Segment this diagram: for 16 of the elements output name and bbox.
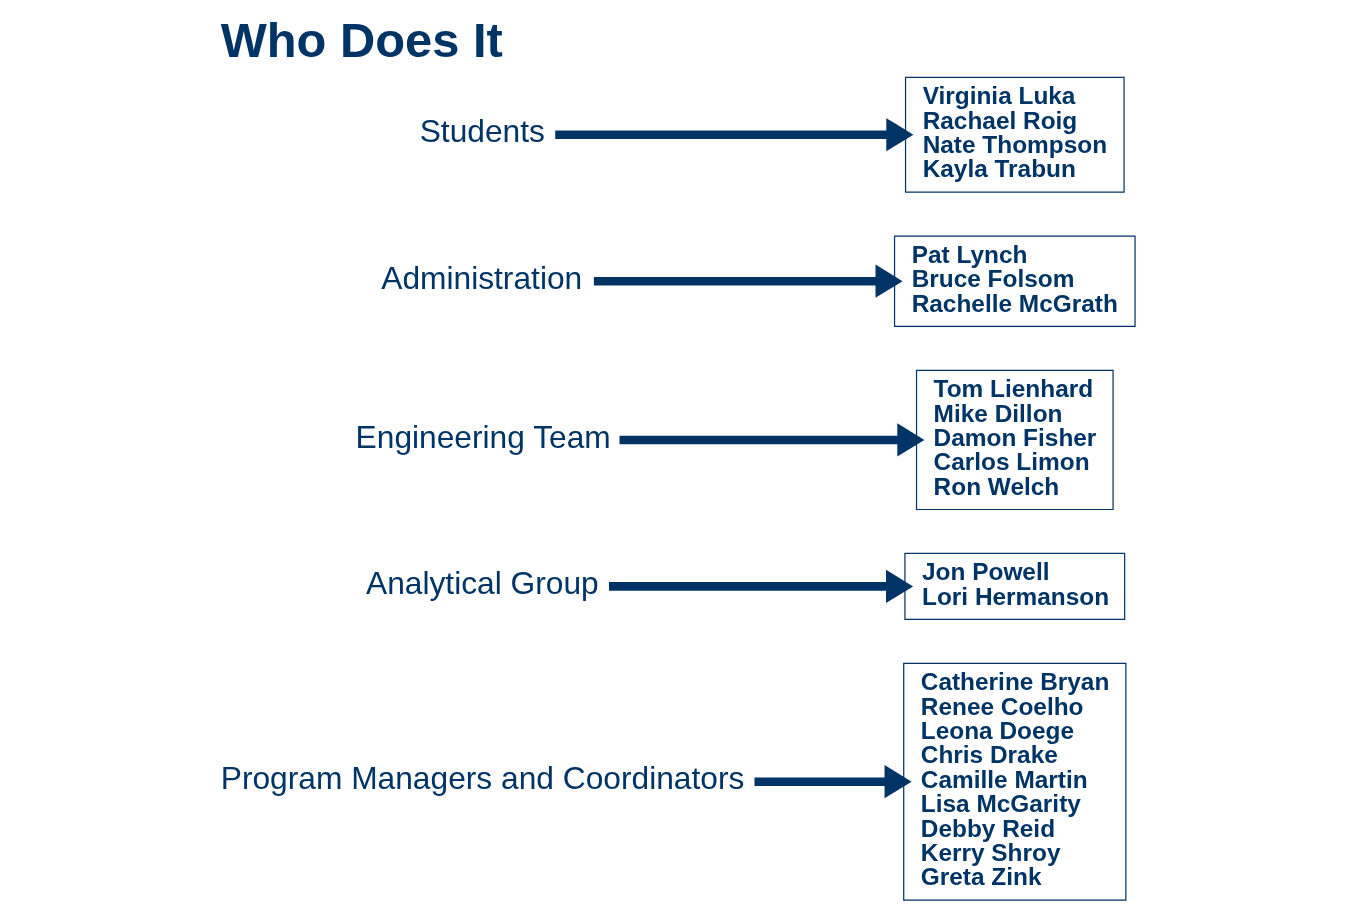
arrow (609, 569, 914, 603)
node-text: Program Managers and Coordinators (220, 759, 745, 796)
node-box: Jon Powell Lori Hermanson (904, 552, 1126, 620)
node-box: Virginia Luka Rachael Roig Nate Thompson Kayla Trabun (904, 76, 1125, 193)
node-text: Analytical Group (365, 564, 599, 601)
arrow (754, 764, 912, 798)
node-box: Pat Lynch Bruce Folsom Rachelle McGrath (893, 234, 1136, 327)
node-text: Students (419, 112, 545, 149)
node-text: Engineering Team (355, 418, 611, 455)
node-text: Administration (381, 259, 583, 296)
diagram-title: Who Does It (220, 12, 503, 67)
arrow (619, 422, 925, 456)
arrow (555, 117, 914, 151)
node-box: Tom Lienhard Mike Dillon Damon Fisher Carlos Limon Ron Welch (915, 369, 1114, 510)
node-box: Catherine Bryan Renee Coelho Leona Doege Chris Drake Camille Martin Lisa McGarity Debby Reid Kerry Shroy Greta Zink (903, 662, 1127, 901)
arrow (593, 264, 903, 298)
